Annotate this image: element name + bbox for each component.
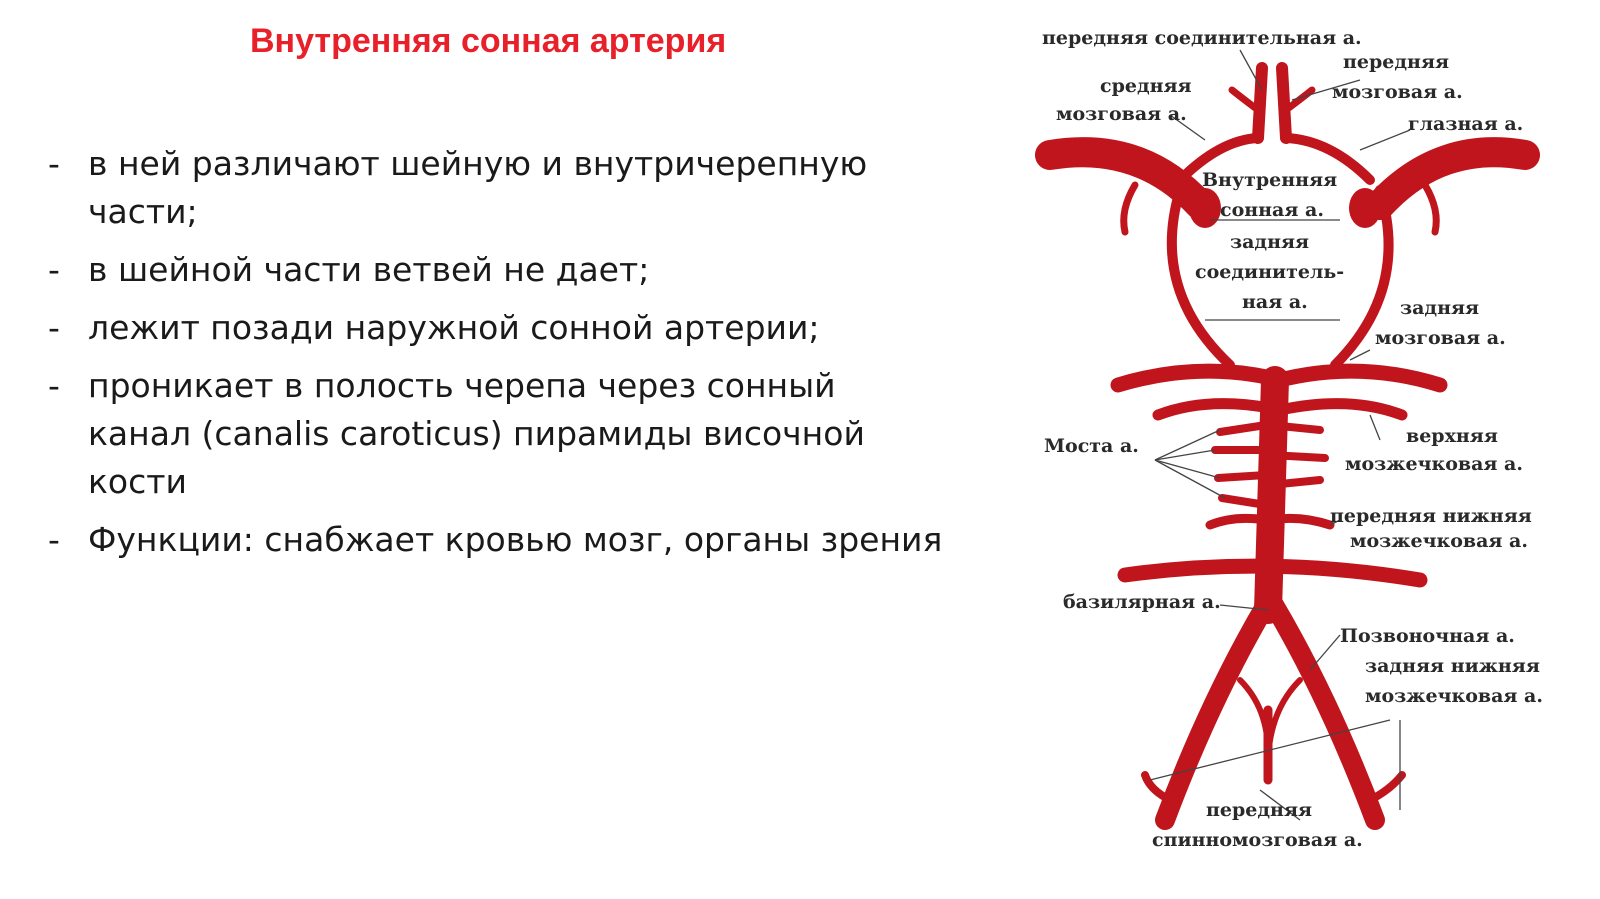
pointer-line <box>1309 634 1341 671</box>
pointer-line <box>1169 114 1206 141</box>
pointer-line <box>1154 459 1226 499</box>
label-anterior-communicating: передняя соединительная а. <box>1042 27 1362 49</box>
label-internal-carotid: сонная а. <box>1220 199 1324 221</box>
bullet-marker: - <box>48 308 60 347</box>
label-anterior-inferior-cerebellar: мозжечковая а. <box>1350 530 1528 552</box>
label-middle-cerebral: средняя <box>1100 75 1192 97</box>
vertebral-left <box>1155 595 1276 830</box>
bullet-item: -Функции: снабжает кровью мозг, органы з… <box>48 516 948 564</box>
posterior-communicating-left <box>1166 185 1235 370</box>
bullet-marker: - <box>48 366 60 405</box>
bullet-marker: - <box>48 144 60 183</box>
label-internal-carotid: Внутренняя <box>1202 169 1337 191</box>
small-branch-right <box>1421 181 1440 236</box>
bullet-text: проникает в полость черепа через сонный … <box>88 366 865 501</box>
aica-left <box>1205 513 1271 530</box>
superior-cerebellar-right <box>1274 398 1408 421</box>
label-anterior-inferior-cerebellar: передняя нижняя <box>1330 505 1532 527</box>
bullet-marker: - <box>48 250 60 289</box>
label-ophthalmic: глазная а. <box>1408 113 1523 135</box>
bullet-marker: - <box>48 520 60 559</box>
middle-cerebral-right <box>1365 137 1540 220</box>
label-middle-cerebral: мозговая а. <box>1056 103 1187 125</box>
bullet-item: -лежит позади наружной сонной артерии; <box>48 304 948 352</box>
pointer-line <box>1239 49 1263 91</box>
label-anterior-spinal: спинномозговая а. <box>1152 829 1363 851</box>
label-posterior-inferior-cerebellar: мозжечковая а. <box>1365 685 1543 707</box>
posterior-cerebral-left <box>1110 363 1288 393</box>
label-posterior-communicating: ная а. <box>1242 291 1308 313</box>
aca-to-ica-right <box>1281 133 1375 185</box>
pointer-line <box>1149 719 1391 781</box>
anterior-cerebral-right <box>1276 62 1292 144</box>
label-posterior-communicating: соединитель- <box>1195 261 1344 283</box>
pointer-line <box>1154 429 1221 461</box>
pointer-line <box>1154 459 1221 479</box>
anterior-spinal-right <box>1265 677 1303 763</box>
pontine-branch <box>1214 471 1270 482</box>
anterior-cerebral-left <box>1252 62 1268 144</box>
bullet-item: -проникает в полость черепа через сонный… <box>48 362 948 506</box>
internal-carotid-right <box>1349 188 1381 228</box>
aca-to-ica-left <box>1175 133 1263 185</box>
posterior-communicating-right <box>1330 185 1394 370</box>
label-superior-cerebellar: верхняя <box>1406 425 1498 447</box>
middle-cerebral-left <box>1035 137 1215 220</box>
bullet-item: -в ней различают шейную и внутричерепную… <box>48 140 948 236</box>
pontine-branch <box>1216 421 1270 436</box>
pointer-line <box>1329 519 1341 526</box>
pontine-branch <box>1266 476 1324 489</box>
pointer-line <box>1349 349 1371 361</box>
diagram-labels: передняя соединительная а. передняя мозг… <box>1042 27 1543 851</box>
label-superior-cerebellar: мозжечковая а. <box>1345 453 1523 475</box>
bullet-text: Функции: снабжает кровью мозг, органы зр… <box>88 520 943 559</box>
bullet-text: лежит позади наружной сонной артерии; <box>88 308 820 347</box>
pontine-branch <box>1218 494 1270 509</box>
label-pointer-lines <box>1149 49 1411 821</box>
lower-transverse <box>1117 558 1428 588</box>
bullet-list: -в ней различают шейную и внутричерепную… <box>48 140 948 574</box>
vertebral-right <box>1264 595 1385 830</box>
bullet-text: в шейной части ветвей не дает; <box>88 250 650 289</box>
bullet-text: в ней различают шейную и внутричерепную … <box>88 144 868 231</box>
slide-title: Внутренняя сонная артерия <box>250 22 727 60</box>
pontine-branch <box>1266 421 1324 434</box>
pointer-line <box>1219 604 1269 611</box>
label-vertebral: Позвоночная а. <box>1340 625 1515 647</box>
pointer-line <box>1259 789 1301 821</box>
label-anterior-cerebral: мозговая а. <box>1332 81 1463 103</box>
label-anterior-spinal: передняя <box>1206 799 1312 821</box>
pica-left <box>1141 771 1174 804</box>
internal-carotid-left <box>1189 188 1221 228</box>
artery-diagram-svg: передняя соединительная а. передняя мозг… <box>1035 27 1543 851</box>
pontine-branch <box>1266 451 1329 462</box>
pointer-line <box>1154 449 1216 461</box>
ant-branch-left <box>1228 86 1262 114</box>
circle-of-willis-diagram: передняя соединительная а. передняя мозг… <box>1030 20 1600 890</box>
ant-branch-right <box>1282 86 1316 114</box>
artery-shapes <box>1035 62 1540 830</box>
pica-right <box>1366 771 1406 804</box>
label-anterior-cerebral: передняя <box>1343 51 1449 73</box>
posterior-cerebral-right <box>1272 363 1448 393</box>
basilar-artery <box>1254 366 1289 624</box>
label-pontine: Моста а. <box>1044 435 1139 457</box>
label-basilar: базилярная а. <box>1063 591 1221 613</box>
label-posterior-cerebral: мозговая а. <box>1375 327 1506 349</box>
aica-right <box>1265 513 1335 530</box>
pointer-line <box>1359 129 1411 151</box>
pointer-line <box>1369 414 1381 441</box>
label-posterior-communicating: задняя <box>1230 231 1309 253</box>
small-branch-left <box>1120 181 1139 236</box>
label-posterior-cerebral: задняя <box>1400 297 1479 319</box>
label-posterior-inferior-cerebellar: задняя нижняя <box>1365 655 1540 677</box>
pointer-line <box>1291 79 1361 101</box>
bullet-item: -в шейной части ветвей не дает; <box>48 246 948 294</box>
